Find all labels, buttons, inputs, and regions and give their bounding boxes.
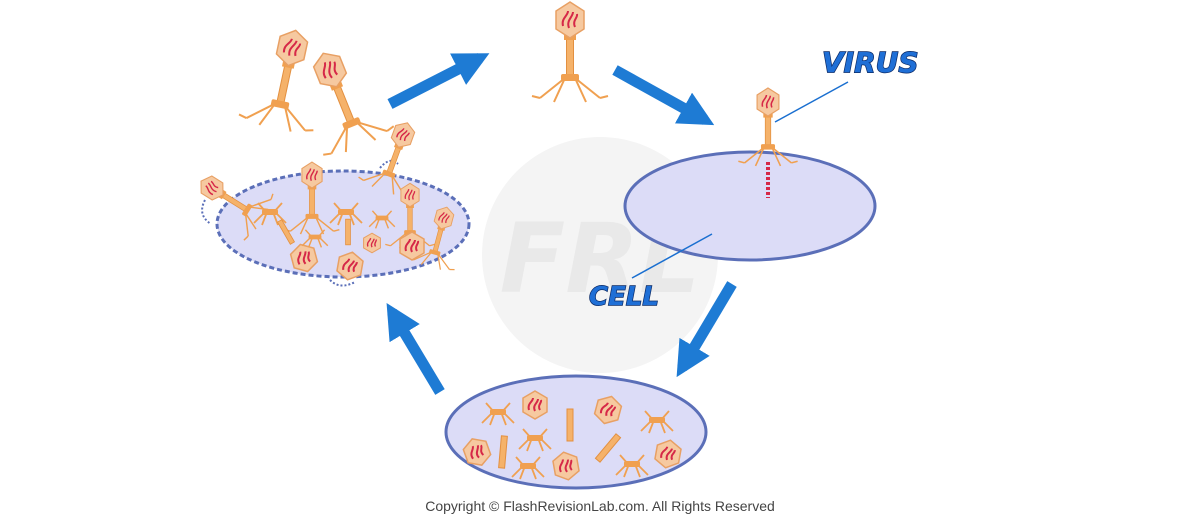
approaching-phage xyxy=(531,1,609,103)
arrow-3 xyxy=(676,281,737,378)
arrow-4 xyxy=(386,302,445,395)
virus-label: VIRUS xyxy=(822,46,919,79)
cycle-arrows xyxy=(386,53,737,395)
cell-label: CELL xyxy=(589,282,659,312)
virus-label-group: VIRUS xyxy=(774,45,919,123)
free-phages xyxy=(236,21,397,162)
copyright-footer: Copyright © FlashRevisionLab.com. All Ri… xyxy=(425,498,775,514)
bursting-cell xyxy=(185,112,471,287)
host-cell xyxy=(623,87,877,262)
cell-label-group: CELL xyxy=(588,233,713,313)
replicating-cell xyxy=(444,374,708,490)
arrow-1 xyxy=(387,53,490,109)
arrow-2 xyxy=(612,65,715,126)
